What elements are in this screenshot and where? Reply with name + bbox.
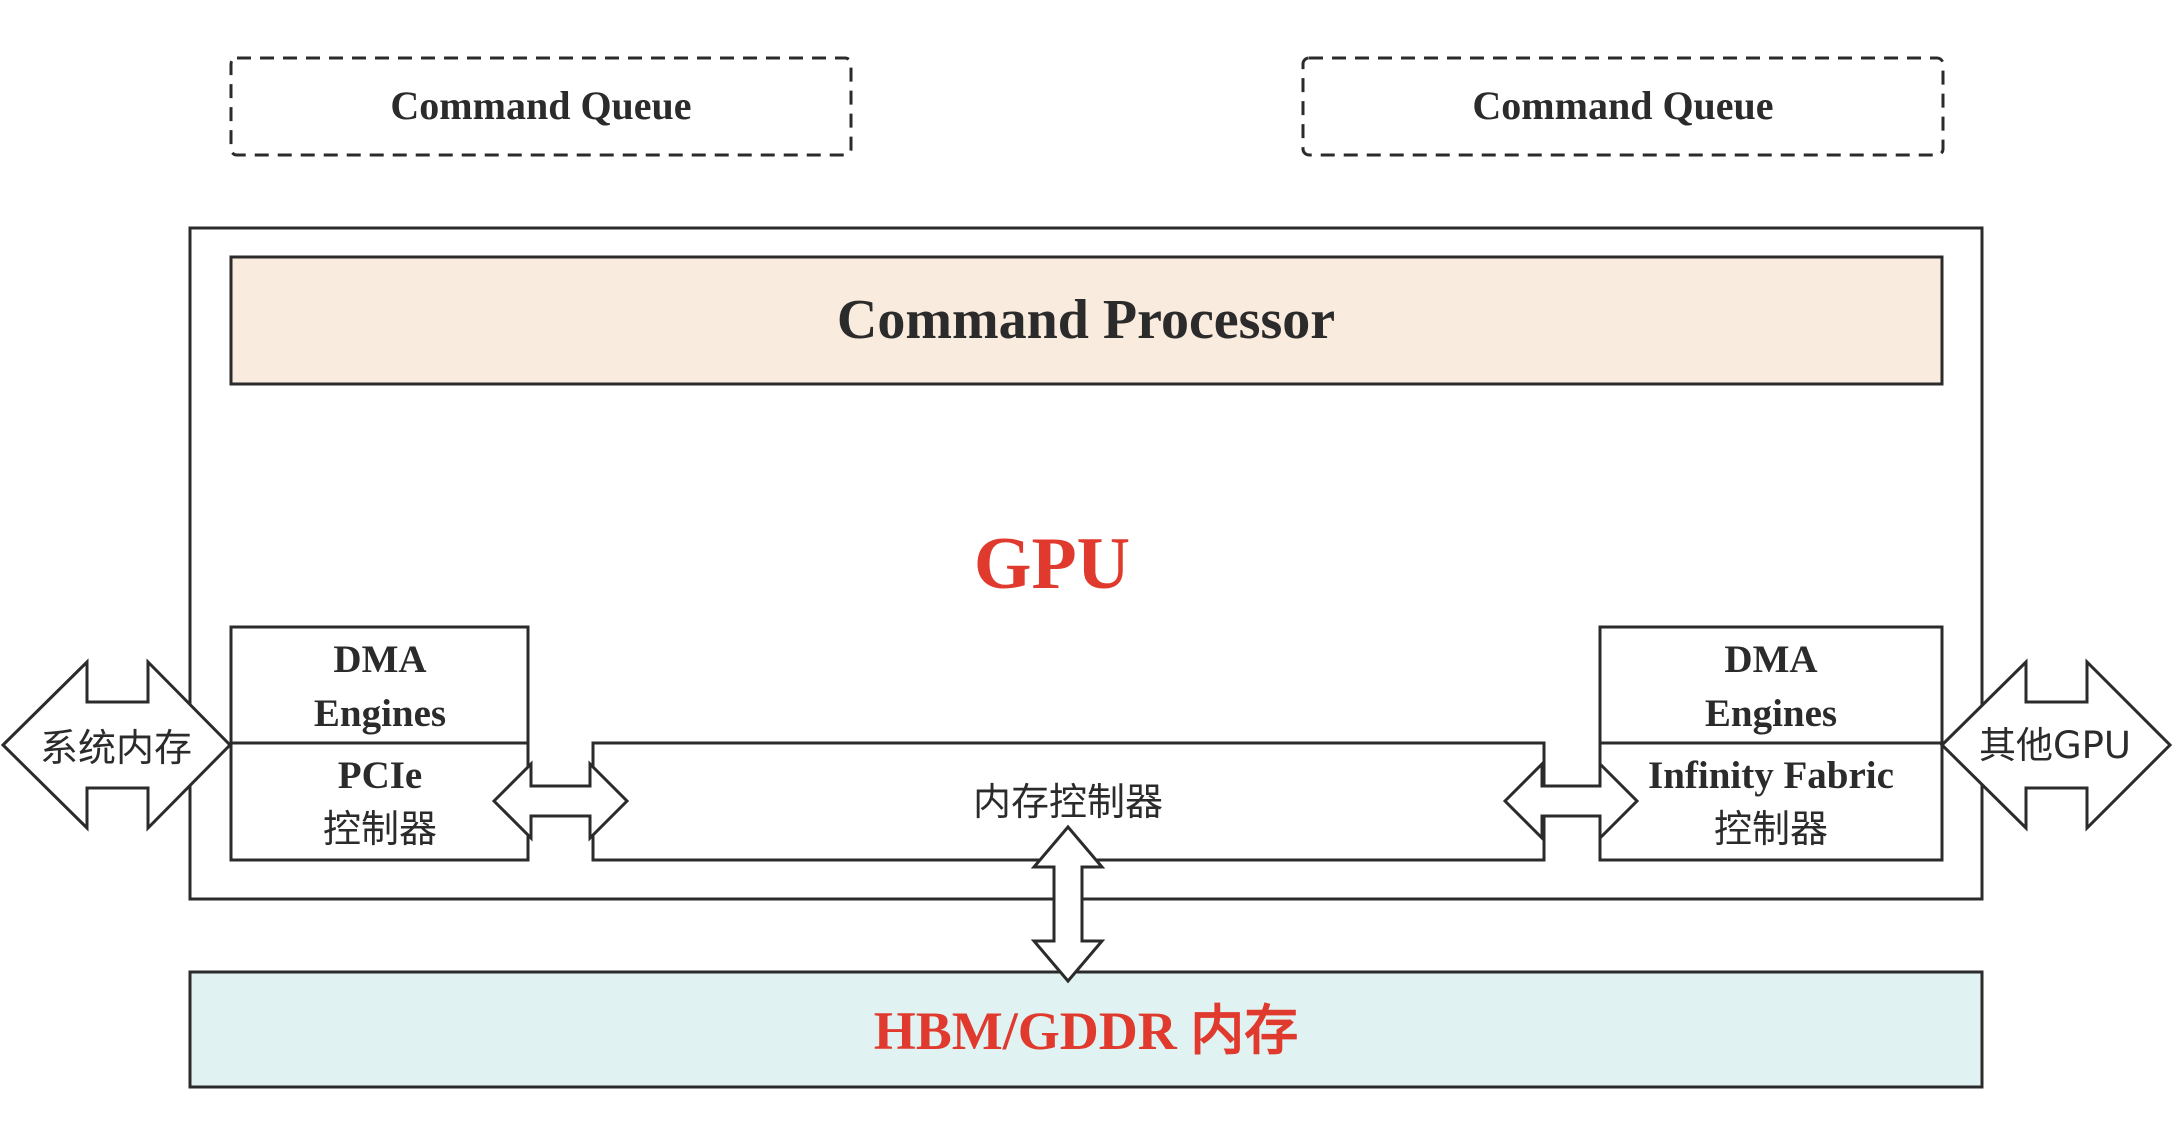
- infinity-fabric-line2: 控制器: [1714, 807, 1828, 851]
- gpu-label: GPU: [974, 523, 1130, 605]
- left-dma-line2: Engines: [314, 692, 446, 735]
- pcie-memory-double-arrow: [491, 760, 630, 842]
- command-queue-left: Command Queue: [229, 56, 853, 157]
- right-dma-line2: Engines: [1705, 692, 1837, 735]
- left-dma-engines: DMA Engines: [229, 625, 530, 745]
- other-gpu-label: 其他GPU: [1979, 724, 2131, 767]
- command-queue-right: Command Queue: [1301, 56, 1945, 157]
- system-memory-label: 系统内存: [40, 726, 192, 770]
- hbm-memory: HBM/GDDR 内存: [188, 970, 1984, 1089]
- hbm-label: HBM/GDDR 内存: [874, 1001, 1299, 1061]
- other-gpu-arrow: 其他GPU: [1939, 658, 2172, 832]
- memory-controller: 内存控制器: [591, 741, 1546, 862]
- right-dma-line1: DMA: [1724, 638, 1817, 681]
- pcie-line2: 控制器: [323, 807, 437, 851]
- memory-fabric-double-arrow: [1502, 760, 1640, 842]
- right-dma-engines: DMA Engines: [1598, 625, 1944, 745]
- command-processor-label: Command Processor: [837, 289, 1335, 351]
- infinity-fabric-controller: Infinity Fabric 控制器: [1598, 741, 1944, 862]
- command-queue-left-label: Command Queue: [390, 83, 691, 128]
- infinity-fabric-line1: Infinity Fabric: [1648, 754, 1894, 797]
- pcie-controller: PCIe 控制器: [229, 741, 530, 862]
- command-queue-right-label: Command Queue: [1472, 83, 1773, 128]
- memory-controller-label: 内存控制器: [973, 780, 1163, 824]
- left-dma-line1: DMA: [333, 638, 426, 681]
- pcie-line1: PCIe: [338, 754, 422, 797]
- memory-hbm-double-arrow: [1030, 824, 1106, 984]
- system-memory-arrow: 系统内存: [0, 658, 233, 832]
- command-processor: Command Processor: [229, 255, 1944, 386]
